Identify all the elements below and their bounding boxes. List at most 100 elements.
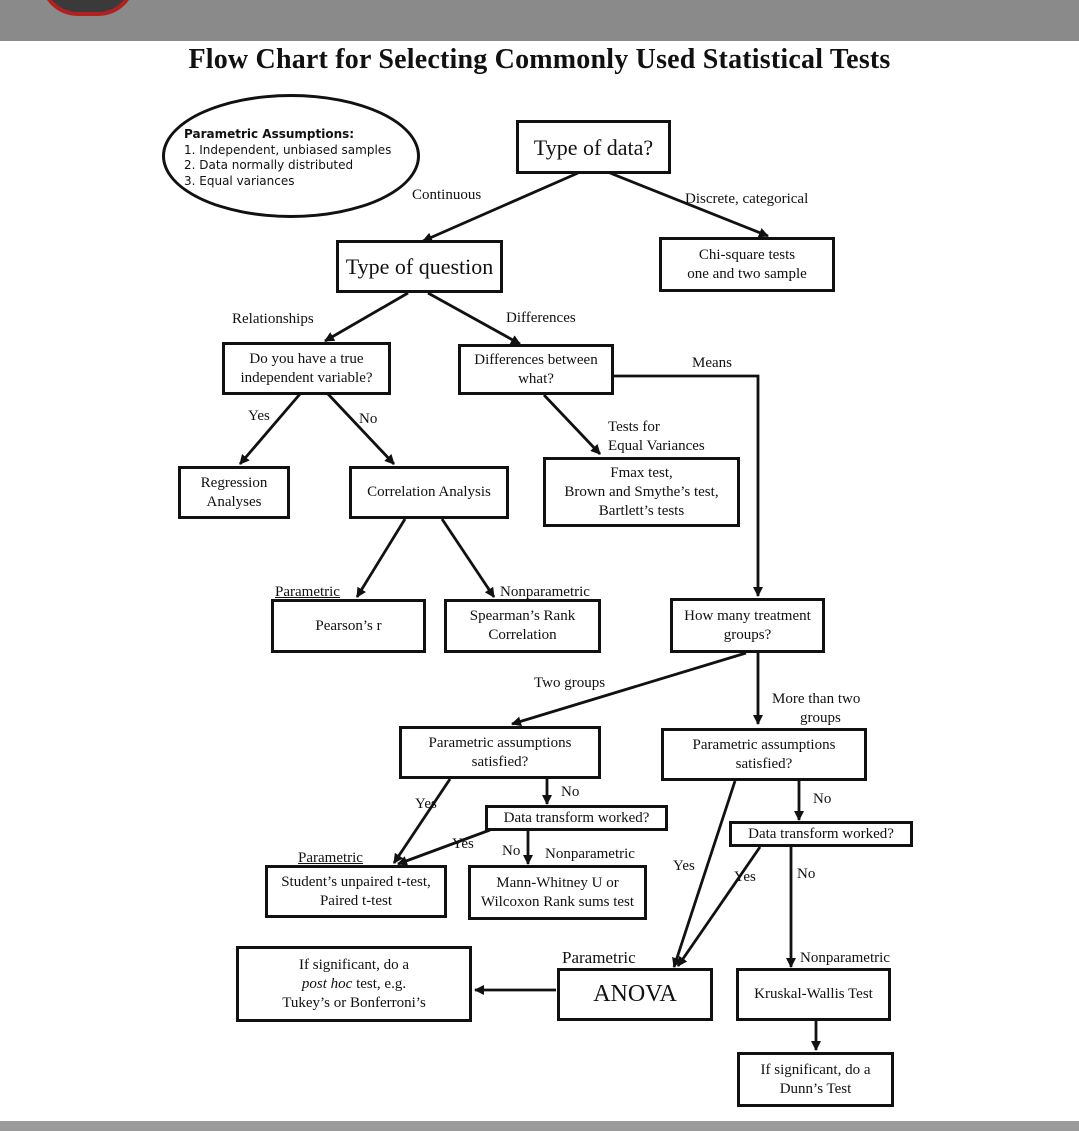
node-label: satisfied? bbox=[471, 753, 529, 770]
edge-means bbox=[612, 374, 763, 597]
node-label: If significant, do a bbox=[299, 956, 409, 973]
node-label: Correlation Analysis bbox=[367, 484, 491, 500]
node-t-test: Student’s unpaired t-test, Paired t-test bbox=[265, 865, 447, 918]
node-pearson: Pearson’s r bbox=[271, 599, 426, 653]
edge-yes-transform-two bbox=[397, 828, 491, 866]
node-label: Fmax test, bbox=[610, 464, 673, 481]
node-label: Dunn’s Test bbox=[779, 1080, 852, 1097]
edge-yes-ttest bbox=[392, 778, 452, 864]
node-label: If significant, do a bbox=[760, 1061, 871, 1078]
edge-yes-anova bbox=[672, 780, 737, 968]
node-differences-between: Differences between what? bbox=[458, 344, 614, 395]
node-label: satisfied? bbox=[735, 755, 793, 772]
label-no: No bbox=[502, 843, 521, 859]
edge-two-groups bbox=[511, 651, 747, 727]
node-label: test, e.g. bbox=[352, 975, 407, 992]
node-label: Data transform worked? bbox=[748, 825, 894, 842]
label-no: No bbox=[359, 411, 378, 427]
label-relationships: Relationships bbox=[232, 311, 314, 327]
node-label: Differences between bbox=[474, 351, 598, 368]
node-label: Parametric assumptions bbox=[692, 736, 836, 753]
node-param-two: Parametric assumptions satisfied? bbox=[399, 726, 601, 779]
node-label: Mann-Whitney U or bbox=[496, 874, 619, 891]
node-mann-whitney: Mann-Whitney U or Wilcoxon Rank sums tes… bbox=[468, 865, 647, 920]
label-nonparametric: Nonparametric bbox=[800, 950, 890, 966]
node-type-of-question: Type of question bbox=[336, 240, 503, 293]
label-yes: Yes bbox=[734, 869, 756, 885]
label-nonparametric: Nonparametric bbox=[500, 584, 590, 600]
node-label: post hoc test, e.g. bbox=[302, 975, 406, 994]
assumptions-text: Parametric Assumptions: 1. Independent, … bbox=[184, 127, 391, 189]
node-how-many-groups: How many treatment groups? bbox=[670, 598, 825, 653]
node-transform-more: Data transform worked? bbox=[729, 821, 913, 847]
node-kruskal: Kruskal-Wallis Test bbox=[736, 968, 891, 1021]
label-yes: Yes bbox=[415, 796, 437, 812]
assumption-item: 3. Equal variances bbox=[184, 173, 295, 188]
label-equal-variances: Equal Variances bbox=[608, 438, 705, 454]
node-label: Regression bbox=[200, 474, 268, 491]
edge-discrete bbox=[609, 171, 769, 238]
node-label: groups? bbox=[723, 626, 772, 643]
node-transform-two: Data transform worked? bbox=[485, 805, 668, 831]
node-type-of-data: Type of data? bbox=[516, 120, 671, 174]
label-differences: Differences bbox=[506, 310, 576, 326]
label-no: No bbox=[813, 791, 832, 807]
label-yes: Yes bbox=[248, 408, 270, 424]
node-label: ANOVA bbox=[593, 981, 677, 1007]
label-tests-for: Tests for bbox=[608, 419, 660, 435]
node-label: Data transform worked? bbox=[503, 809, 650, 826]
node-label: one and two sample bbox=[687, 265, 807, 282]
node-correlation: Correlation Analysis bbox=[349, 466, 509, 519]
node-label: Paired t-test bbox=[319, 892, 393, 909]
bottom-bar bbox=[0, 1121, 1079, 1131]
label-parametric: Parametric bbox=[275, 584, 340, 600]
node-label: Correlation bbox=[488, 627, 557, 643]
edge-equal-var bbox=[542, 394, 602, 455]
label-two-groups: Two groups bbox=[534, 675, 606, 691]
node-post-hoc: If significant, do a post hoc test, e.g.… bbox=[236, 946, 472, 1022]
node-dunn: If significant, do a Dunn’s Test bbox=[737, 1052, 894, 1107]
node-equal-var-tests: Fmax test, Brown and Smythe’s test, Bart… bbox=[543, 457, 740, 527]
node-label: Parametric assumptions bbox=[428, 734, 572, 751]
node-param-more: Parametric assumptions satisfied? bbox=[661, 728, 867, 781]
node-label: Student’s unpaired t-test, bbox=[281, 873, 431, 890]
label-no: No bbox=[797, 866, 816, 882]
node-label: Chi-square tests bbox=[698, 246, 796, 263]
node-label: How many treatment bbox=[684, 607, 811, 624]
label-more-than-two: More than two bbox=[772, 691, 861, 707]
edge-yes-transform-more bbox=[676, 846, 762, 967]
node-spearman: Spearman’s Rank Correlation bbox=[444, 599, 601, 653]
label-nonparametric: Nonparametric bbox=[545, 846, 635, 862]
node-label: Do you have a true bbox=[249, 350, 364, 367]
page-title: Flow Chart for Selecting Commonly Used S… bbox=[188, 44, 891, 75]
edge-spearman bbox=[440, 518, 496, 598]
assumption-item: 2. Data normally distributed bbox=[184, 158, 354, 172]
label-means: Means bbox=[692, 355, 732, 371]
label-yes: Yes bbox=[452, 836, 474, 852]
edge-continuous bbox=[422, 171, 579, 243]
label-no: No bbox=[561, 784, 580, 800]
label-discrete: Discrete, categorical bbox=[685, 191, 809, 207]
edge-differences bbox=[427, 291, 521, 346]
post-hoc-italic: post hoc bbox=[301, 975, 353, 992]
node-label: Analyses bbox=[206, 493, 262, 510]
label-more-than-two-groups: groups bbox=[800, 710, 841, 726]
label-continuous: Continuous bbox=[412, 187, 482, 203]
top-bar bbox=[0, 0, 1079, 41]
node-regression: Regression Analyses bbox=[178, 466, 290, 519]
node-true-iv: Do you have a true independent variable? bbox=[222, 342, 391, 395]
edge-no-correlation bbox=[326, 393, 396, 465]
node-label: what? bbox=[518, 370, 554, 387]
assumptions-ellipse bbox=[162, 94, 420, 218]
node-label: Wilcoxon Rank sums test bbox=[480, 893, 635, 910]
node-chi-square: Chi-square tests one and two sample bbox=[659, 237, 835, 292]
node-label: Kruskal-Wallis Test bbox=[754, 986, 873, 1002]
edge-pearson bbox=[355, 518, 407, 598]
assumption-item: 1. Independent, unbiased samples bbox=[184, 142, 392, 157]
node-label: Pearson’s r bbox=[315, 617, 382, 634]
node-anova: ANOVA bbox=[557, 968, 713, 1021]
edge-relationships bbox=[324, 291, 409, 343]
node-label: Spearman’s Rank bbox=[469, 608, 576, 624]
node-label: Bartlett’s tests bbox=[598, 502, 685, 519]
